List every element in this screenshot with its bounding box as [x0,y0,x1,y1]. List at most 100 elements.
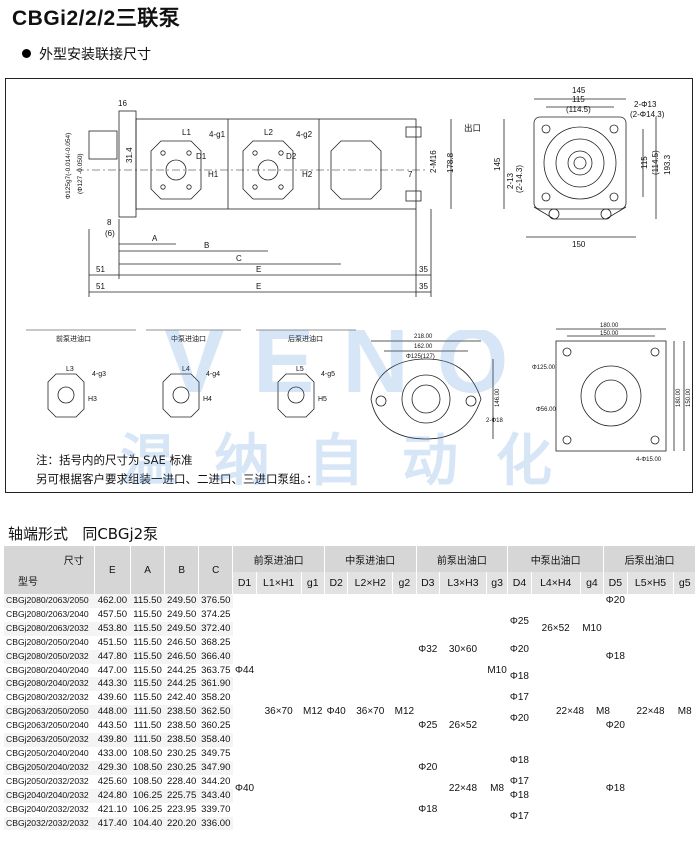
cell-d3-c: Φ20 [418,761,438,773]
col-l1h1: L1×H1 [256,572,302,594]
cell-d5-1: Φ20 [605,595,625,606]
model-cell: CBGj2080/2050/2032 [4,649,95,664]
model-cell: CBGj2080/2050/2040 [6,636,89,647]
model-cell: CBGj2080/2040/2040 [6,664,89,675]
col-g4: g4 [580,572,605,594]
table-cell: 115.50 [130,649,165,664]
table-cell: 443.50 [97,720,128,732]
dim-b: B [204,241,209,250]
col-g5: g5 [673,572,696,594]
dim-1145-v: (114.5) [651,150,660,175]
table-cell [508,733,531,747]
col-d1: D1 [232,572,257,594]
col-l5h5: L5×H5 [627,572,675,594]
pump-end-view [503,98,657,238]
corner-bottom: 型号 [18,577,38,588]
dim-m143: (2-Φ14.3) [630,110,665,119]
end-view-labels: 145 115 (114.5) 2-Φ13 (2-Φ14.3) 145 2-13… [493,86,672,249]
model-cell: CBGj2050/2032/2032 [6,775,89,786]
table-cell: 223.95 [166,803,197,815]
note-sae: 注：括号内的尺寸为 SAE 标准 [36,453,193,467]
port-details [26,329,356,418]
group-front-outlet: 前泵出油口 [416,546,509,572]
table-cell: 106.25 [132,803,163,815]
dim-218: 218.00 [414,334,433,340]
table-cell: 344.20 [201,775,231,787]
cell-g3-a: M10 [487,664,507,676]
table-cell: 108.50 [132,775,163,787]
dim-a: A [152,234,158,243]
table-cell: 360.25 [201,720,231,732]
cell-d3-b: Φ25 [418,720,438,732]
table-cell: 421.10 [97,803,128,815]
cell-l3h3-a: 30×60 [448,643,478,655]
sae-labels: 218.00 162.00 Φ125(127) 146.00 2-Φ18 180… [406,323,692,463]
dim-sae-phi125: Φ125(127) [406,354,435,360]
subheading-text: 外型安装联接尺寸 [39,47,151,63]
dim-g3: 4-g3 [92,371,106,378]
label-rear-inlet: 后泵进油口 [288,334,323,343]
technical-drawing: 16 L1 4-g1 D1 H1 L2 4-g2 D2 H2 2-M16 178… [5,78,693,493]
model-cell: CBGj2063/2050/2032 [4,733,95,747]
table-cell: 108.50 [132,747,163,759]
corner-header: 尺寸 型号 [4,546,95,594]
cell-l4h4-b: 22×48 [556,706,585,717]
dim-4-phi15: 4-Φ15.00 [636,457,662,463]
dim-phi125: Φ125g7(-0.014/-0.054) [65,133,72,199]
cell-d5-3: Φ20 [605,720,625,732]
dim-h3: H3 [88,396,97,403]
dim-180-v: 180.00 [676,388,682,407]
dim-h5: H5 [318,396,327,403]
dim-180-top: 180.00 [600,323,619,329]
col-d5: D5 [603,572,628,594]
model-cell: CBGj2080/2063/2032 [4,621,95,636]
dim-d1: D1 [196,152,207,161]
table-cell: 361.90 [198,677,233,692]
dim-d2: D2 [286,152,297,161]
table-cell: 462.00 [94,594,131,608]
col-g3: g3 [486,572,509,594]
table-cell: 443.30 [94,677,131,692]
table-cell: 363.75 [201,664,231,676]
cell-d5-4: Φ18 [605,782,625,794]
dim-145-top: 145 [572,86,586,95]
table-cell: 225.75 [164,788,199,803]
cell-g5: M8 [677,706,692,718]
table-cell: 372.40 [198,621,233,636]
dim-115-v: 115 [640,156,649,169]
shaft-label: 轴端形式 [8,525,69,543]
cell-g2: M12 [394,706,415,718]
table-cell: 115.50 [130,594,165,608]
table-cell: 439.60 [97,692,128,704]
table-cell: 220.20 [164,816,199,831]
table-cell: 246.50 [166,636,197,648]
cell-d1-bottom: Φ40 [234,782,255,794]
dim-146: 146.00 [495,388,501,407]
table-cell: 115.50 [133,692,162,704]
dim-g1: 4-g1 [209,130,226,139]
col-e: E [94,546,131,594]
cell-d4-2: Φ20 [509,643,529,655]
col-d2: D2 [324,572,349,594]
dim-g5: 4-g5 [321,371,335,378]
table-cell: 115.50 [130,621,165,636]
dim-8: 8 [107,218,112,227]
cell-l2h2: 36×70 [356,706,385,718]
model-cell: CBGj2032/2032/2032 [4,816,95,831]
table-cell: 457.50 [97,608,128,620]
dim-178: 178.8 [446,152,455,173]
label-front-inlet: 前泵进油口 [56,334,91,343]
dim-16: 16 [118,99,127,108]
cell-d5-2: Φ18 [605,650,625,662]
drawing-svg: 16 L1 4-g1 D1 H1 L2 4-g2 D2 H2 2-M16 178… [26,86,692,463]
table-cell: 447.80 [94,649,131,664]
model-cell: CBGj2050/2040/2040 [6,747,89,758]
col-l4h4: L4×H4 [531,572,581,594]
cell-d4-5: Φ20 [509,713,529,725]
